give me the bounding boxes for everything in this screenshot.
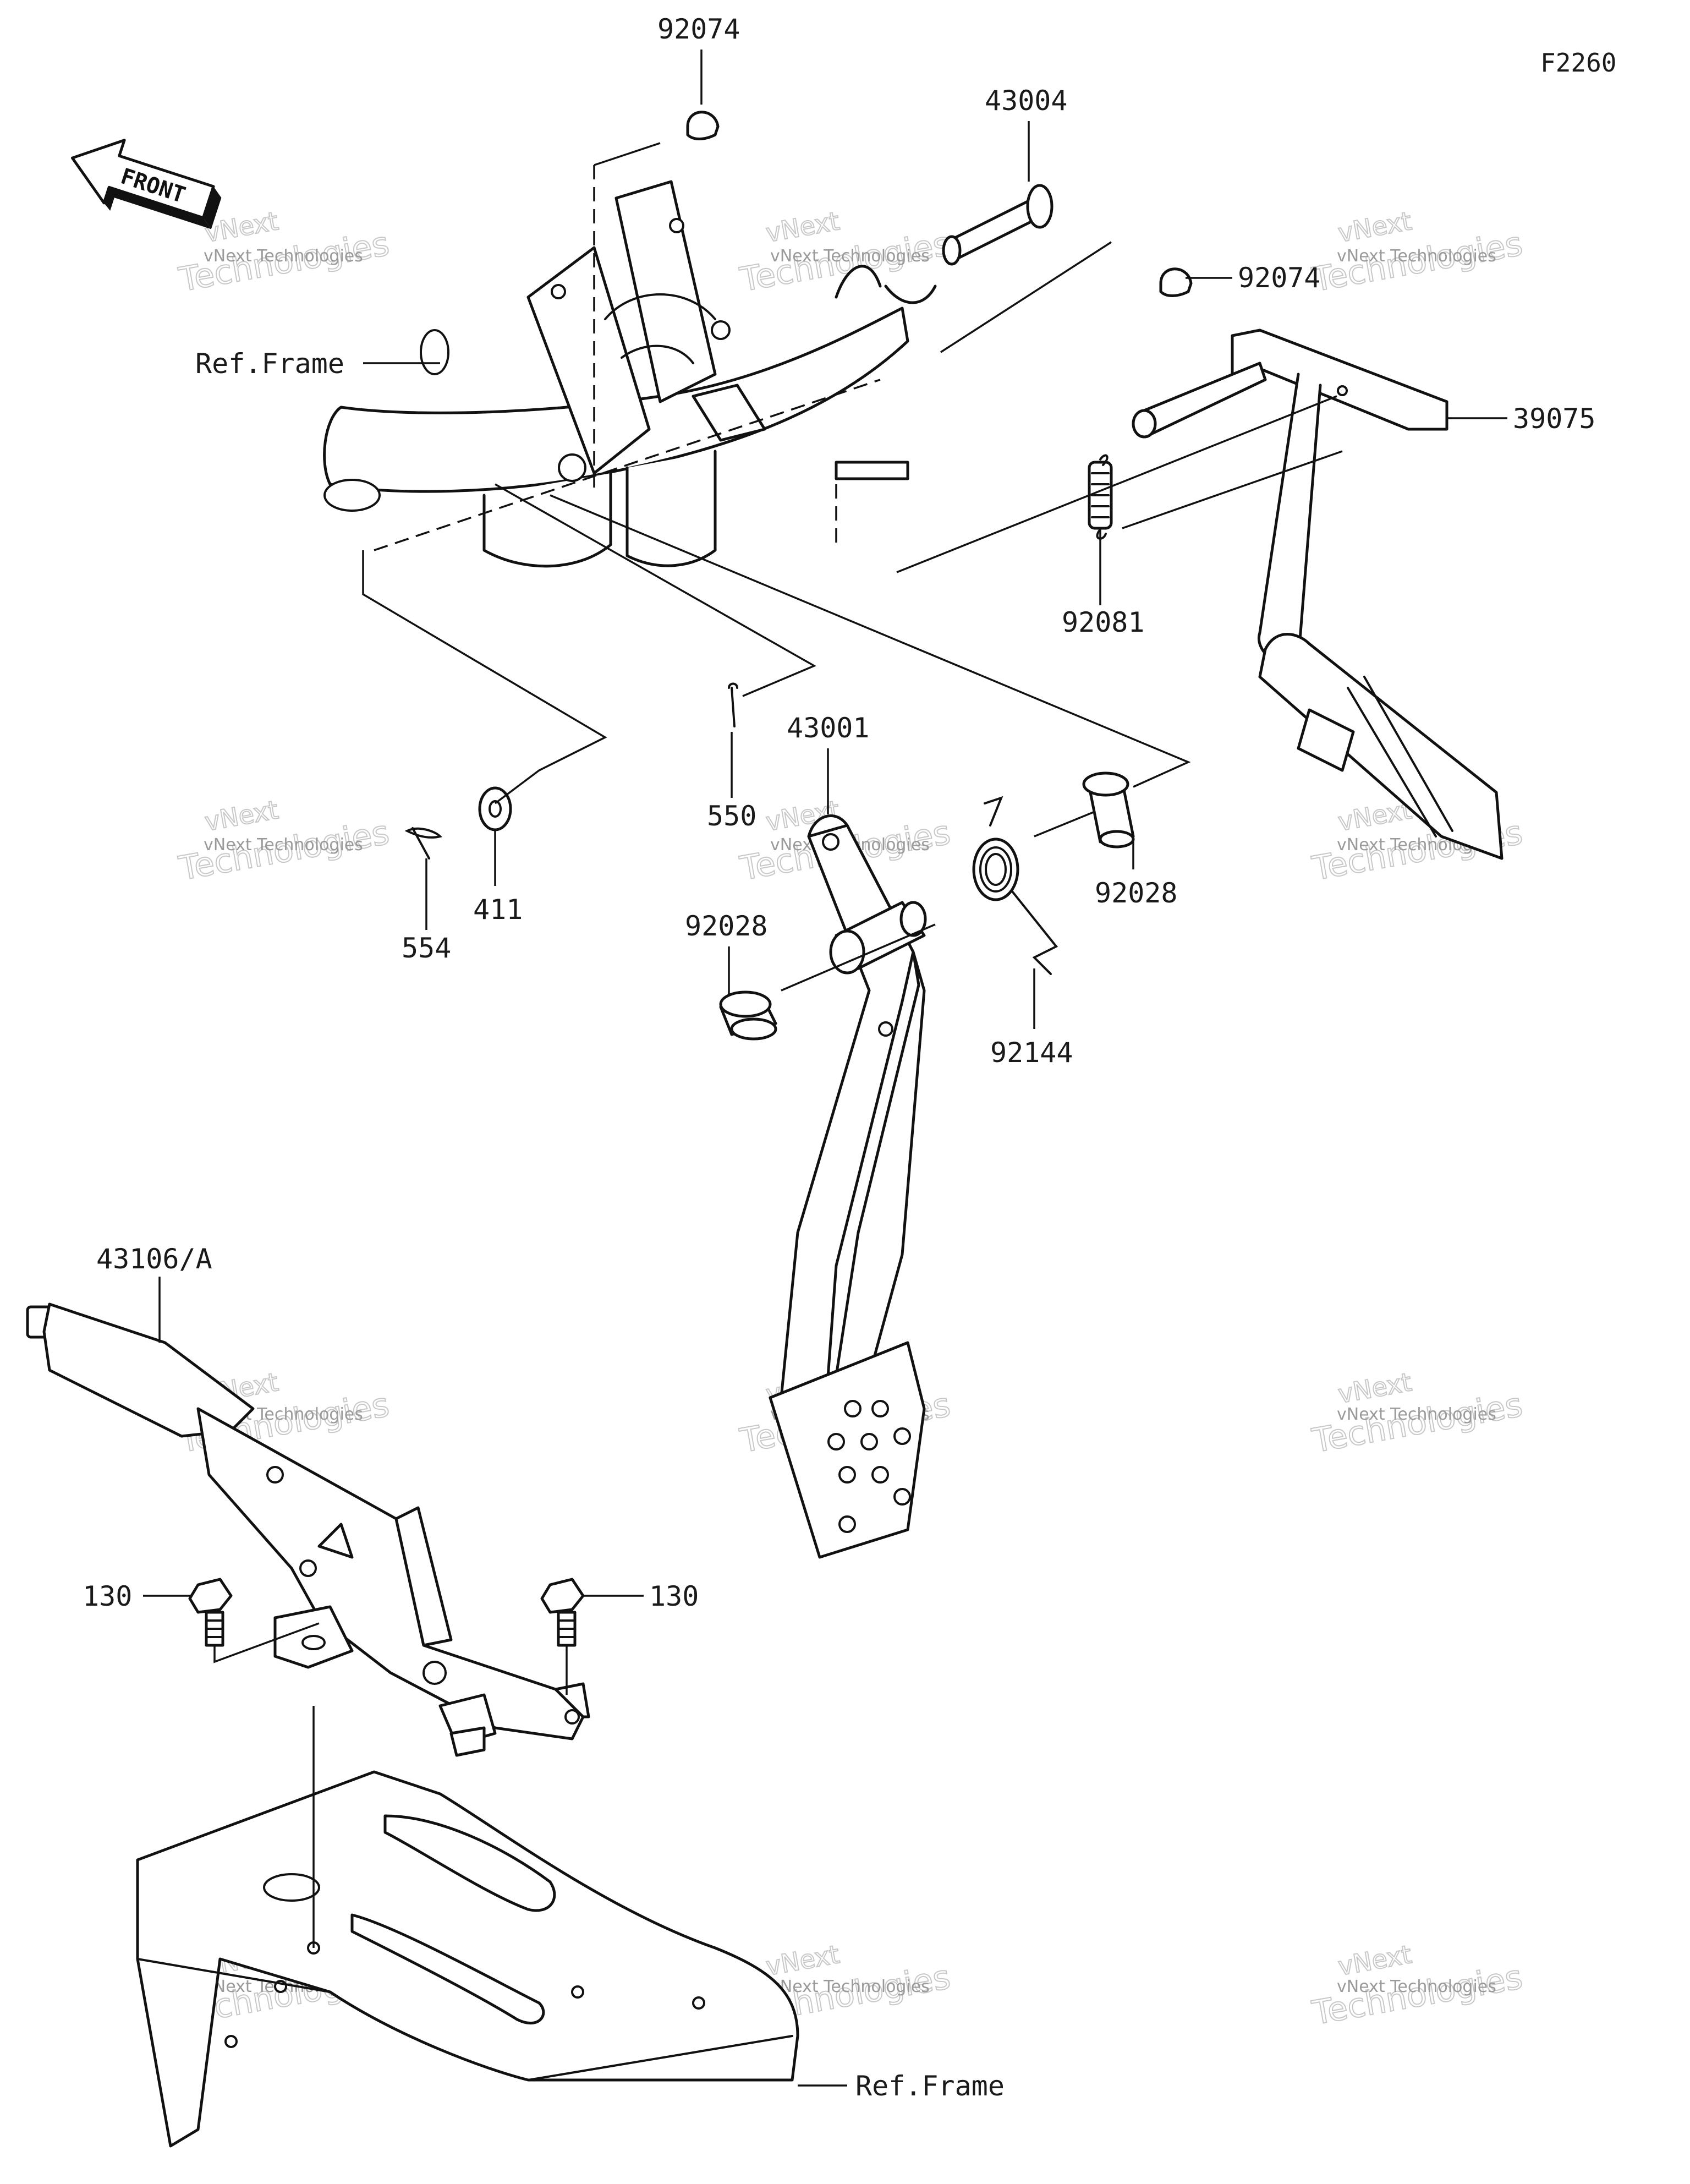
callout-92028-left: 92028 [685,910,768,942]
callout-130-right: 130 [649,1580,699,1612]
callout-39075: 39075 [1513,403,1596,435]
pedal-bracket [323,180,937,568]
spring-92081 [1088,454,1113,540]
callout-92028-right: 92028 [1095,877,1178,909]
pin-43004 [942,184,1053,266]
watermark-text: vNext Technologies [204,247,363,266]
parking-brake-lever-43106 [26,1302,590,1757]
callout-554: 554 [402,932,451,964]
assembly-guides [213,142,1343,1948]
front-arrow-icon: FRONT [70,139,222,229]
callout-130-left: 130 [83,1580,132,1612]
watermark-text: vNext Technologies [1337,1405,1496,1424]
diagram-code: F2260 [1540,48,1616,78]
torsion-spring-92144 [972,796,1058,975]
callout-92144: 92144 [990,1037,1073,1069]
floor-frame [136,1770,799,2148]
callout-43001: 43001 [787,712,870,744]
watermark-text: vNext [1336,206,1414,248]
watermark-text: vNext [1336,1367,1414,1409]
bolt-130-right [540,1578,585,1647]
callout-550: 550 [707,800,756,832]
watermark-text: vNext [764,206,842,248]
bushing-92028-left [719,990,777,1041]
watermark-text: vNext [764,1939,842,1982]
clip-554 [404,827,442,860]
nut-92074-top [686,111,720,140]
callout-92081: 92081 [1062,606,1145,638]
callout-411: 411 [473,894,523,926]
callout-ref-frame-bottom: Ref.Frame [855,2070,1005,2102]
callout-labels: 92074 43004 92074 39075 Ref.Frame 92081 … [83,13,1596,2102]
watermark-text: vNext [202,795,281,837]
callout-43004: 43004 [985,85,1068,117]
watermark-text: vNext Technologies [204,835,363,855]
bushing-92028-right [1082,771,1135,849]
watermark-text: vNext Technologies [770,247,930,266]
brake-pedal-43001 [769,814,927,1559]
nut-92074-right [1159,267,1193,297]
watermark-text: vNext Technologies [770,1977,930,1996]
cotter-pin-550 [728,682,738,727]
watermark-text: vNext Technologies [1337,1977,1496,1996]
callout-ref-frame-top: Ref.Frame [195,348,344,380]
callout-43106: 43106/A [96,1243,212,1275]
bolt-130-left [188,1578,233,1647]
watermark-text: vNext [1336,1939,1414,1982]
watermark-text: vNext Technologies [1337,247,1496,266]
leader-lines [143,50,1507,2087]
accelerator-pedal-39075 [1132,329,1504,860]
callout-92074-top: 92074 [657,13,740,45]
callout-92074-right: 92074 [1238,262,1321,294]
